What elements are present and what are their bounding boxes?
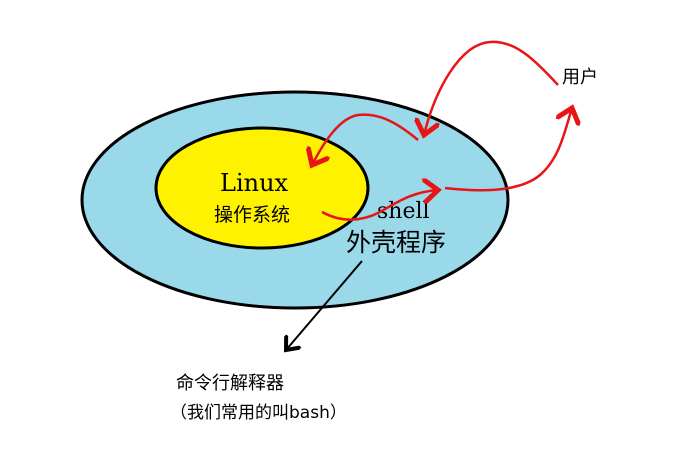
linux-label: Linux bbox=[220, 169, 289, 197]
red-arrow-shell-to-os bbox=[312, 113, 419, 165]
user-label: 用户 bbox=[562, 67, 598, 88]
os-label: 操作系统 bbox=[214, 204, 290, 226]
black-arrow-to-annotation bbox=[286, 260, 363, 350]
red-arrow-user-to-shell bbox=[424, 40, 559, 135]
shell-label: shell bbox=[377, 199, 430, 224]
annotation-line-2: （我们常用的叫bash） bbox=[170, 403, 347, 423]
red-arrow-os-to-shell bbox=[321, 190, 438, 221]
annotation-line-1: 命令行解释器 bbox=[176, 373, 284, 394]
red-arrow-shell-to-user bbox=[444, 108, 572, 192]
shell-program-label: 外壳程序 bbox=[346, 228, 446, 257]
